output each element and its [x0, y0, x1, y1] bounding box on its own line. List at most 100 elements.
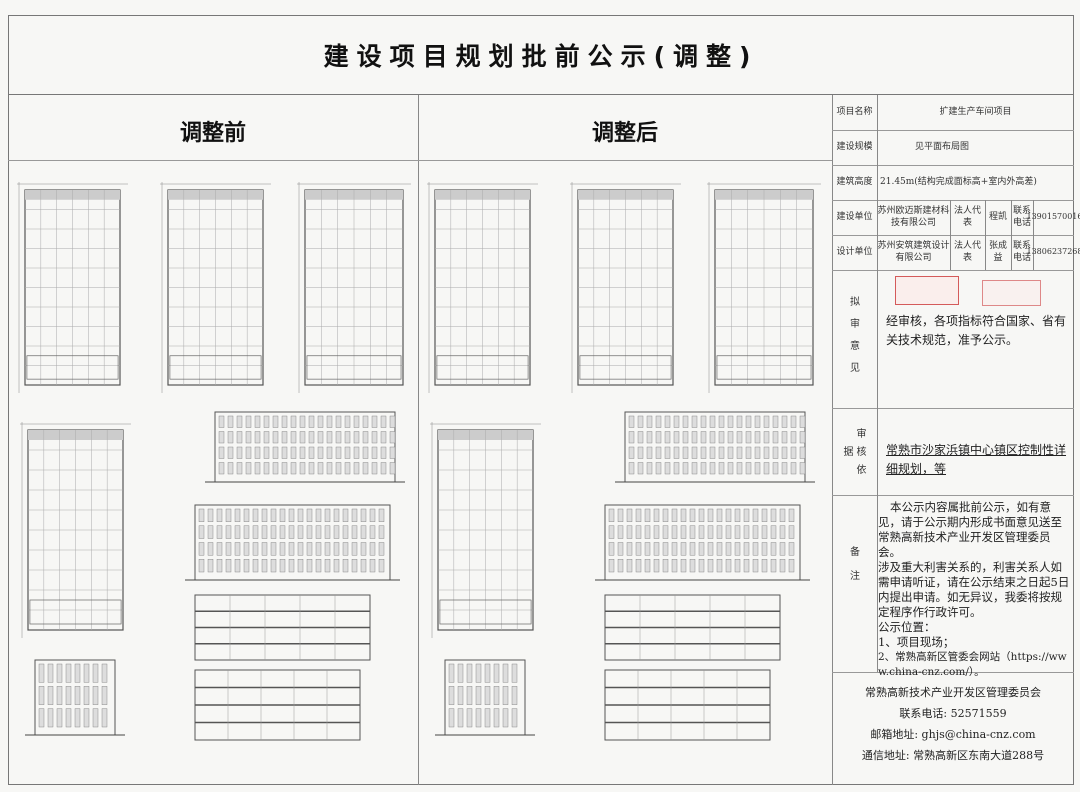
window [281, 431, 288, 444]
window [279, 559, 286, 573]
window [83, 708, 90, 728]
window [608, 559, 615, 573]
window [745, 415, 752, 428]
window [799, 462, 806, 475]
window [457, 708, 464, 728]
designer-label: 设计单位 [836, 246, 873, 257]
window [234, 559, 241, 573]
window [216, 542, 223, 556]
footer-email: 邮箱地址: ghjs@china-cnz.com [870, 728, 1036, 741]
window [225, 542, 232, 556]
notes: 本公示内容属批前公示，如有意见，请于公示期内形成书面意见送至常熟高新技术产业开发… [878, 500, 1072, 680]
window [770, 542, 777, 556]
window [781, 415, 788, 428]
window [353, 462, 360, 475]
window [626, 559, 633, 573]
window [218, 446, 225, 459]
window [236, 446, 243, 459]
approval-stamp [895, 276, 959, 305]
window [664, 446, 671, 459]
window [362, 415, 369, 428]
window [680, 542, 687, 556]
window [308, 431, 315, 444]
window [369, 525, 376, 539]
notes-label: 备注 [847, 546, 859, 594]
window [380, 415, 387, 428]
window [662, 559, 669, 573]
window [475, 708, 482, 728]
window [617, 559, 624, 573]
window [493, 686, 500, 705]
window [653, 542, 660, 556]
window [371, 431, 378, 444]
window [243, 542, 250, 556]
window [644, 525, 651, 539]
window [218, 462, 225, 475]
window [227, 462, 234, 475]
window [770, 508, 777, 522]
window [225, 525, 232, 539]
window [799, 431, 806, 444]
builder-phone-label: 联系电话 [1012, 205, 1031, 228]
window [671, 508, 678, 522]
window [263, 462, 270, 475]
window [243, 559, 250, 573]
window [635, 542, 642, 556]
window [448, 708, 455, 728]
window [752, 542, 759, 556]
window [83, 686, 90, 705]
window [74, 686, 81, 705]
window [763, 415, 770, 428]
window [234, 525, 241, 539]
window [389, 446, 396, 459]
window [718, 462, 725, 475]
window [317, 446, 324, 459]
plan-rooms [306, 355, 402, 380]
window [781, 446, 788, 459]
window [216, 525, 223, 539]
window [272, 462, 279, 475]
window [790, 415, 797, 428]
window [799, 415, 806, 428]
window [628, 462, 635, 475]
window [254, 462, 261, 475]
note-paragraph: 本公示内容属批前公示，如有意见，请于公示期内形成书面意见送至常熟高新技术产业开发… [878, 500, 1062, 559]
window [745, 462, 752, 475]
window [279, 542, 286, 556]
window [608, 542, 615, 556]
window [763, 462, 770, 475]
window [252, 559, 259, 573]
window [263, 415, 270, 428]
window [617, 508, 624, 522]
window [74, 708, 81, 728]
window [754, 415, 761, 428]
window [466, 686, 473, 705]
window [56, 686, 63, 705]
window [315, 525, 322, 539]
window [635, 525, 642, 539]
window [736, 462, 743, 475]
window [734, 508, 741, 522]
note-paragraph: 公示位置： [878, 620, 936, 634]
window [691, 415, 698, 428]
opinion-label: 拟审意见 [847, 296, 859, 384]
window [644, 542, 651, 556]
project-name: 扩建生产车间项目 [939, 106, 1012, 117]
window [682, 446, 689, 459]
window [297, 542, 304, 556]
window [326, 462, 333, 475]
window [369, 559, 376, 573]
window [279, 525, 286, 539]
window [225, 508, 232, 522]
window [511, 708, 518, 728]
window [272, 431, 279, 444]
window [475, 663, 482, 683]
window [65, 663, 72, 683]
window [475, 686, 482, 705]
window [65, 708, 72, 728]
window [308, 446, 315, 459]
window [511, 663, 518, 683]
window [457, 663, 464, 683]
window [725, 525, 732, 539]
window [718, 415, 725, 428]
